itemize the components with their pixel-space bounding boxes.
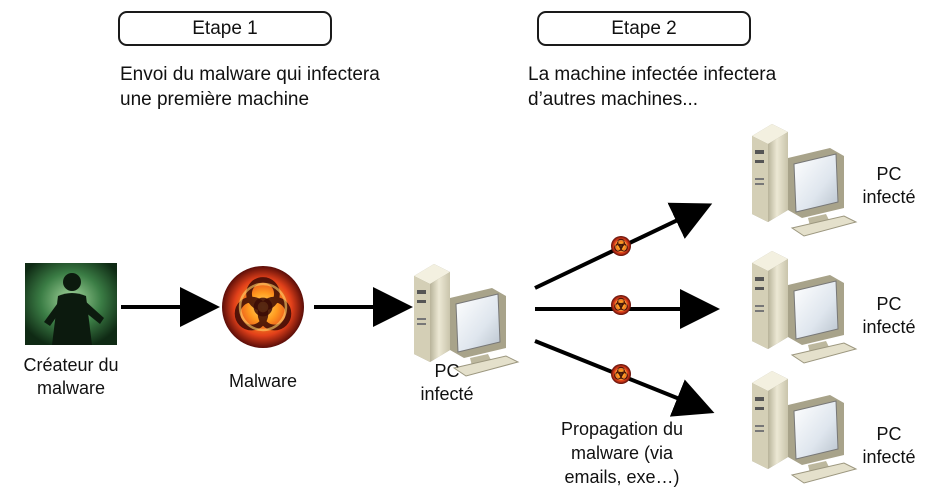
step-1-desc-line-1: Envoi du malware qui infectera <box>120 64 380 85</box>
malware-label-text: Malware <box>228 371 298 391</box>
pc-middle-label-line-1: PC <box>876 294 902 314</box>
pc-top-label-line-1: PC <box>876 164 902 184</box>
creator-label-line-2: malware <box>36 378 106 398</box>
step-1-title: Etape 1 <box>192 17 258 39</box>
desktop-computer-icon <box>751 123 857 237</box>
pc-top-label: PC infecté <box>852 163 926 209</box>
propagation-label-line-1: Propagation du <box>560 419 684 439</box>
biohazard-icon <box>610 294 632 316</box>
pc-bottom-label-line-1: PC <box>876 424 902 444</box>
creator-label: Créateur du malware <box>6 354 136 400</box>
pc-middle-label: PC infecté <box>852 293 926 339</box>
propagation-label: Propagation du malware (via emails, exe…… <box>522 417 722 489</box>
pc-center-label-line-1: PC <box>434 361 460 381</box>
step-2-description: La machine infectée infectera d’autres m… <box>528 62 776 112</box>
pc-center-label: PC infecté <box>402 360 492 406</box>
pc-bottom-label: PC infecté <box>852 423 926 469</box>
step-2-title: Etape 2 <box>611 17 677 39</box>
biohazard-icon <box>222 266 304 348</box>
desktop-computer-icon <box>751 370 857 484</box>
hacker-silhouette-icon <box>25 263 117 345</box>
step-1-box: Etape 1 <box>118 11 332 46</box>
desktop-computer-icon <box>751 250 857 364</box>
pc-middle-label-line-2: infecté <box>862 317 916 337</box>
step-2-box: Etape 2 <box>537 11 751 46</box>
propagation-label-line-2: malware (via <box>570 443 674 463</box>
malware-label: Malware <box>210 370 316 393</box>
pc-top-label-line-2: infecté <box>862 187 916 207</box>
step-1-desc-line-2: une première machine <box>120 89 310 110</box>
step-2-desc-line-1: La machine infectée infectera <box>528 64 777 85</box>
creator-label-line-1: Créateur du <box>23 355 119 375</box>
biohazard-icon <box>610 235 632 257</box>
propagation-label-line-3: emails, exe…) <box>564 467 680 487</box>
step-2-desc-line-2: d’autres machines... <box>528 89 699 110</box>
pc-bottom-label-line-2: infecté <box>862 447 916 467</box>
step-1-description: Envoi du malware qui infectera une premi… <box>120 62 380 112</box>
pc-center-label-line-2: infecté <box>420 384 474 404</box>
biohazard-icon <box>610 363 632 385</box>
